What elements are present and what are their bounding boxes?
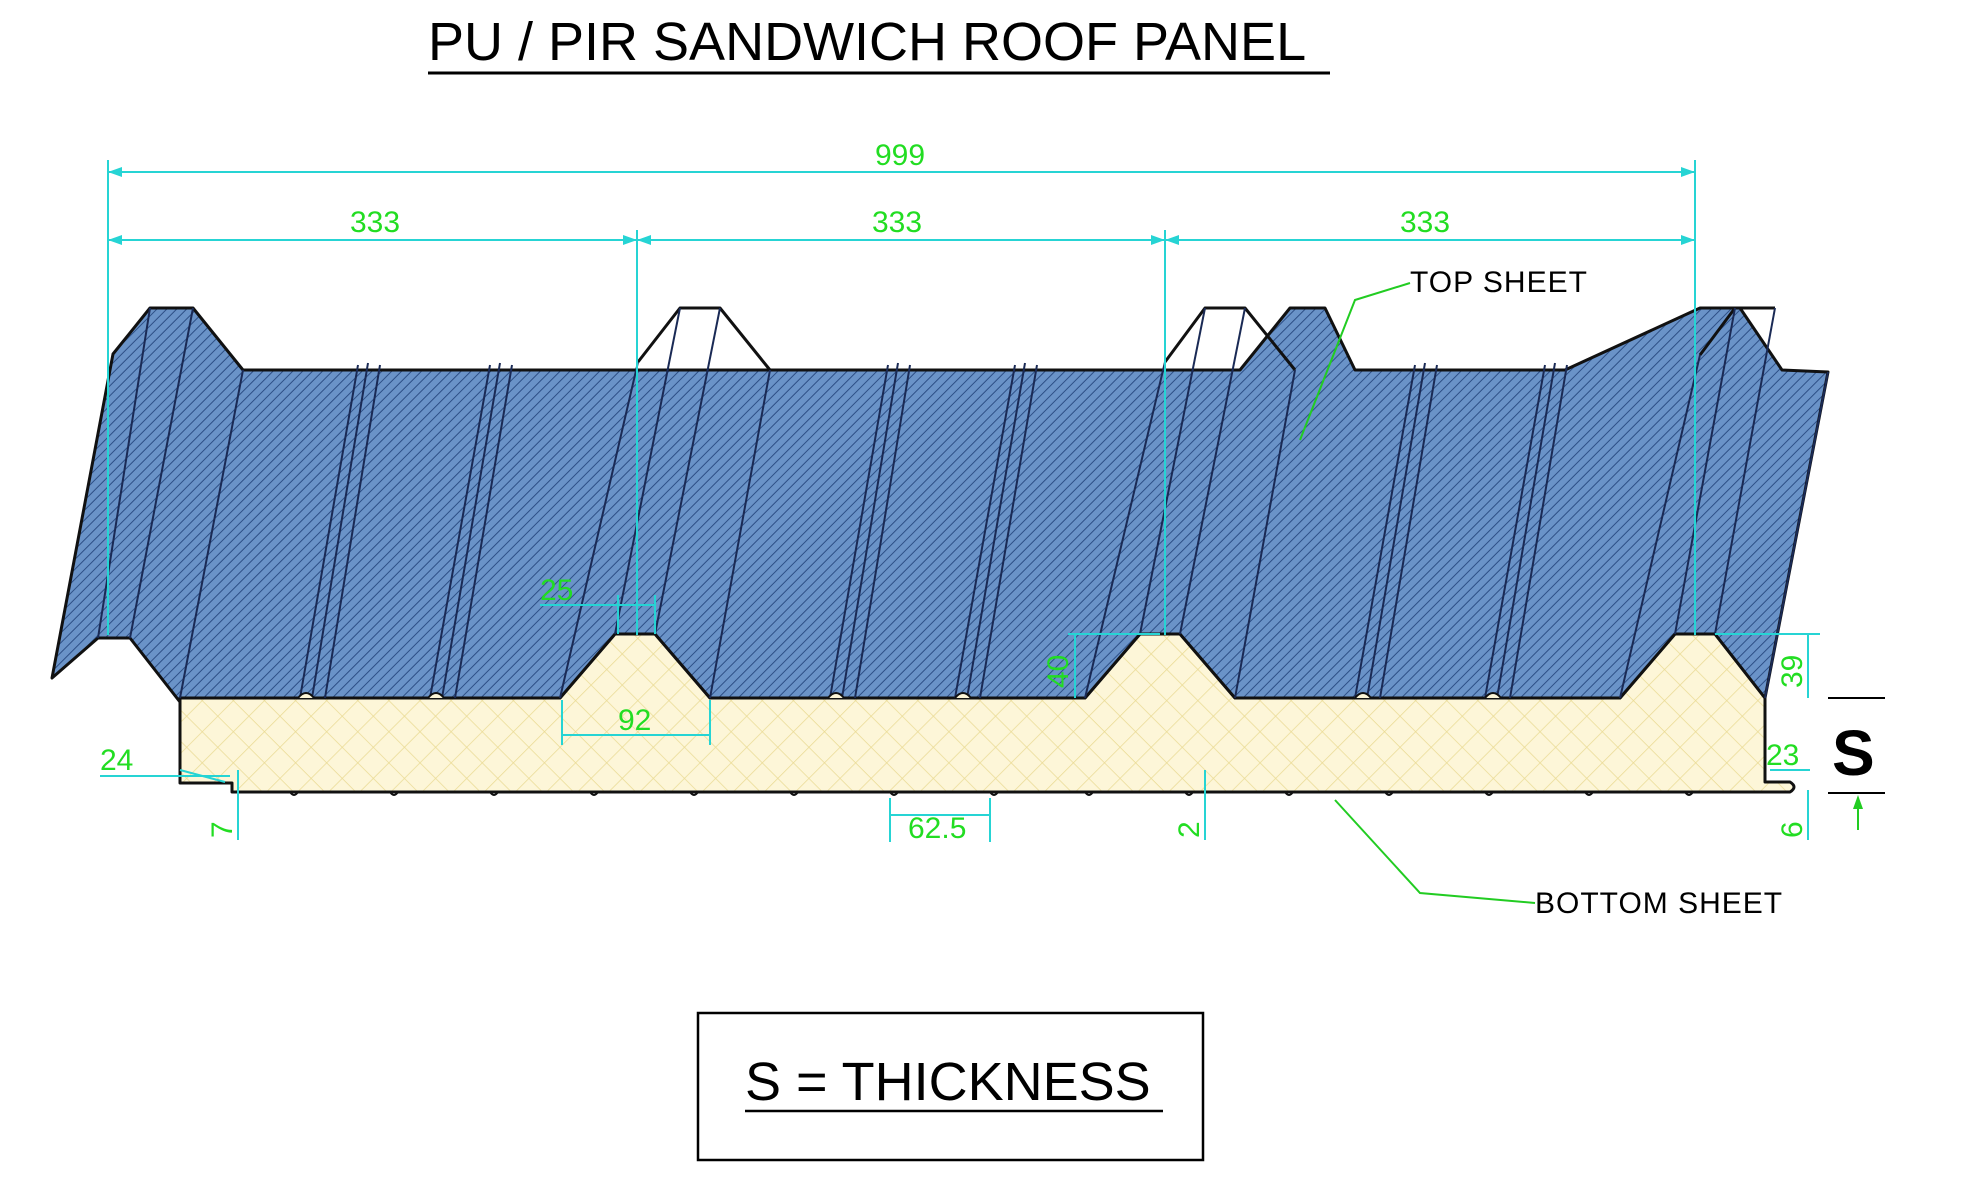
dim-groove-depth: 2	[1173, 821, 1206, 838]
dim-rib-height-mid: 40	[1042, 655, 1075, 688]
dim-rib-pitch-2: 333	[872, 206, 922, 239]
dim-rib-pitch-3: 333	[1400, 206, 1450, 239]
bottom-sheet-label: BOTTOM SHEET	[1535, 887, 1783, 920]
dim-bottom-edge: 6	[1776, 821, 1809, 838]
dim-rib-base-width: 92	[618, 704, 651, 737]
rib-slope-lines	[97, 307, 1829, 699]
dim-edge-depth: 7	[206, 821, 239, 838]
dimension-lines	[100, 160, 1885, 842]
drawing-title: PU / PIR SANDWICH ROOF PANEL	[428, 12, 1306, 72]
bottom-sheet-grooves	[289, 791, 1694, 796]
dim-rib-top-width: 25	[540, 574, 573, 607]
top-sheet-leader	[1299, 282, 1411, 441]
dim-end-overlap: 23	[1766, 739, 1799, 772]
dim-overall-width: 999	[875, 139, 925, 172]
dim-groove-pitch: 62.5	[908, 812, 966, 845]
dim-edge-step: 24	[100, 744, 133, 777]
top-sheet	[50, 306, 1830, 704]
legend-text: S = THICKNESS	[745, 1052, 1151, 1112]
dim-rib-pitch-1: 333	[350, 206, 400, 239]
top-sheet-label: TOP SHEET	[1410, 266, 1588, 299]
dim-rib-height-end: 39	[1776, 655, 1809, 688]
core-notches	[297, 692, 1502, 699]
legend-box	[696, 1011, 1205, 1162]
thickness-symbol: S	[1832, 717, 1875, 789]
stiffener-ribs	[299, 362, 1568, 699]
bottom-sheet-leader	[1334, 799, 1536, 904]
